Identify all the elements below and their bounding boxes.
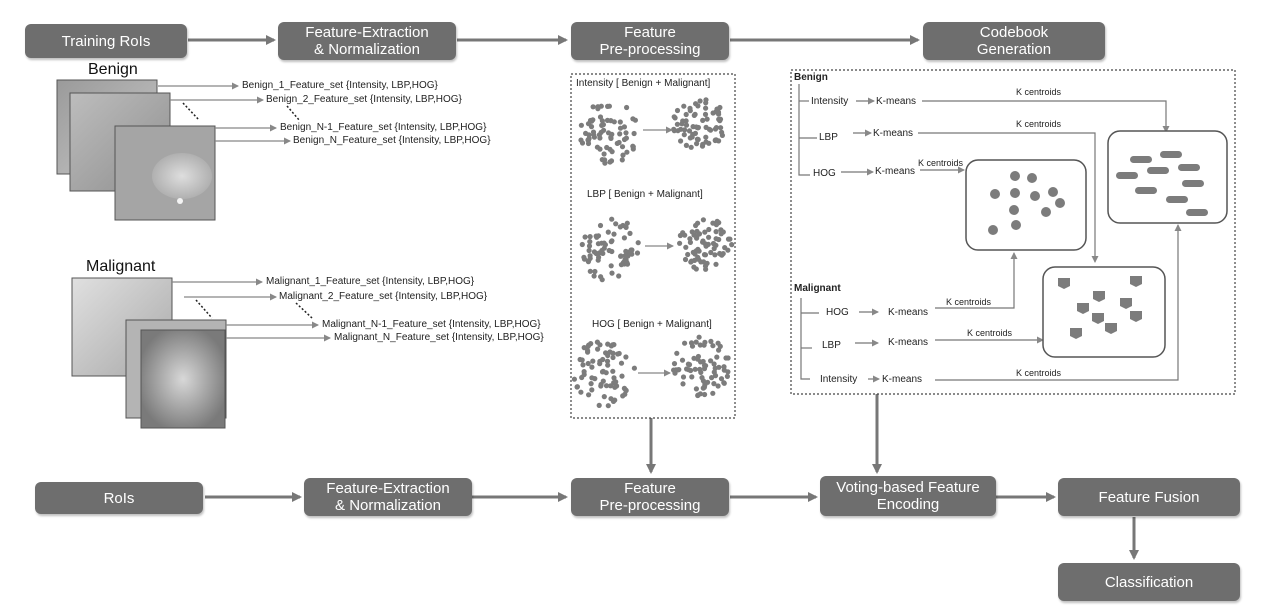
rois-box: RoIs bbox=[35, 482, 203, 514]
classification-box: Classification bbox=[1058, 563, 1240, 601]
malignant-kmeans-lbp: K-means bbox=[888, 337, 929, 348]
benign-set-n: Benign_N_Feature_set {Intensity, LBP,HOG… bbox=[293, 135, 491, 146]
malignant-set-2: Malignant_2_Feature_set {Intensity, LBP,… bbox=[279, 291, 488, 302]
malignant-feature-intensity: Intensity bbox=[820, 374, 858, 385]
intensity-raw-cluster bbox=[578, 103, 639, 166]
lbp-raw-cluster bbox=[579, 216, 641, 283]
malignant-feature-hog: HOG bbox=[826, 307, 849, 318]
intensity-label: Intensity [ Benign + Malignant] bbox=[576, 78, 711, 89]
benign-feature-intensity: Intensity bbox=[811, 96, 849, 107]
malignant-kmeans-intensity: K-means bbox=[882, 374, 923, 385]
benign-set-1: Benign_1_Feature_set {Intensity, LBP,HOG… bbox=[242, 80, 438, 91]
voting-encoding-box: Voting-based Feature Encoding bbox=[820, 476, 996, 516]
intensity-processed-cluster bbox=[671, 97, 726, 150]
feature-extraction-box-top: Feature-Extraction & Normalization bbox=[278, 22, 456, 60]
benign-feature-lbp: LBP bbox=[819, 132, 838, 143]
hog-processed-cluster bbox=[671, 334, 731, 399]
feature-fusion-box: Feature Fusion bbox=[1058, 478, 1240, 516]
benign-centroids-hog: K centroids bbox=[918, 158, 964, 168]
benign-kmeans-hog: K-means bbox=[875, 166, 916, 177]
malignant-centroids-lbp: K centroids bbox=[967, 328, 1013, 338]
benign-title: Benign bbox=[88, 61, 138, 78]
malignant-set-1: Malignant_1_Feature_set {Intensity, LBP,… bbox=[266, 276, 475, 287]
benign-kmeans-intensity: K-means bbox=[876, 96, 917, 107]
benign-set-2: Benign_2_Feature_set {Intensity, LBP,HOG… bbox=[266, 94, 462, 105]
malignant-centroids-intensity: K centroids bbox=[1016, 368, 1062, 378]
codebook-benign-title: Benign bbox=[794, 72, 828, 83]
benign-centroids-intensity: K centroids bbox=[1016, 87, 1062, 97]
training-rois-box: Training RoIs bbox=[25, 24, 187, 58]
lbp-processed-cluster bbox=[677, 217, 735, 272]
malignant-centroids-hog: K centroids bbox=[946, 297, 992, 307]
benign-centroids-lbp: K centroids bbox=[1016, 119, 1062, 129]
feature-preprocessing-box-top: Feature Pre-processing bbox=[571, 22, 729, 60]
malignant-feature-lbp: LBP bbox=[822, 340, 841, 351]
codebook-malignant-title: Malignant bbox=[794, 283, 841, 294]
benign-kmeans-lbp: K-means bbox=[873, 128, 914, 139]
hog-raw-cluster bbox=[571, 339, 638, 409]
codebook-generation-box: Codebook Generation bbox=[923, 22, 1105, 60]
hog-label: HOG [ Benign + Malignant] bbox=[592, 319, 712, 330]
malignant-kmeans-hog: K-means bbox=[888, 307, 929, 318]
lbp-label: LBP [ Benign + Malignant] bbox=[587, 189, 703, 200]
benign-set-n-1: Benign_N-1_Feature_set {Intensity, LBP,H… bbox=[280, 122, 487, 133]
benign-feature-hog: HOG bbox=[813, 168, 836, 179]
malignant-set-n-1: Malignant_N-1_Feature_set {Intensity, LB… bbox=[322, 319, 541, 330]
malignant-set-n: Malignant_N_Feature_set {Intensity, LBP,… bbox=[334, 332, 544, 343]
feature-preprocessing-box-bottom: Feature Pre-processing bbox=[571, 478, 729, 516]
feature-extraction-box-bottom: Feature-Extraction & Normalization bbox=[304, 478, 472, 516]
malignant-title: Malignant bbox=[86, 258, 156, 275]
